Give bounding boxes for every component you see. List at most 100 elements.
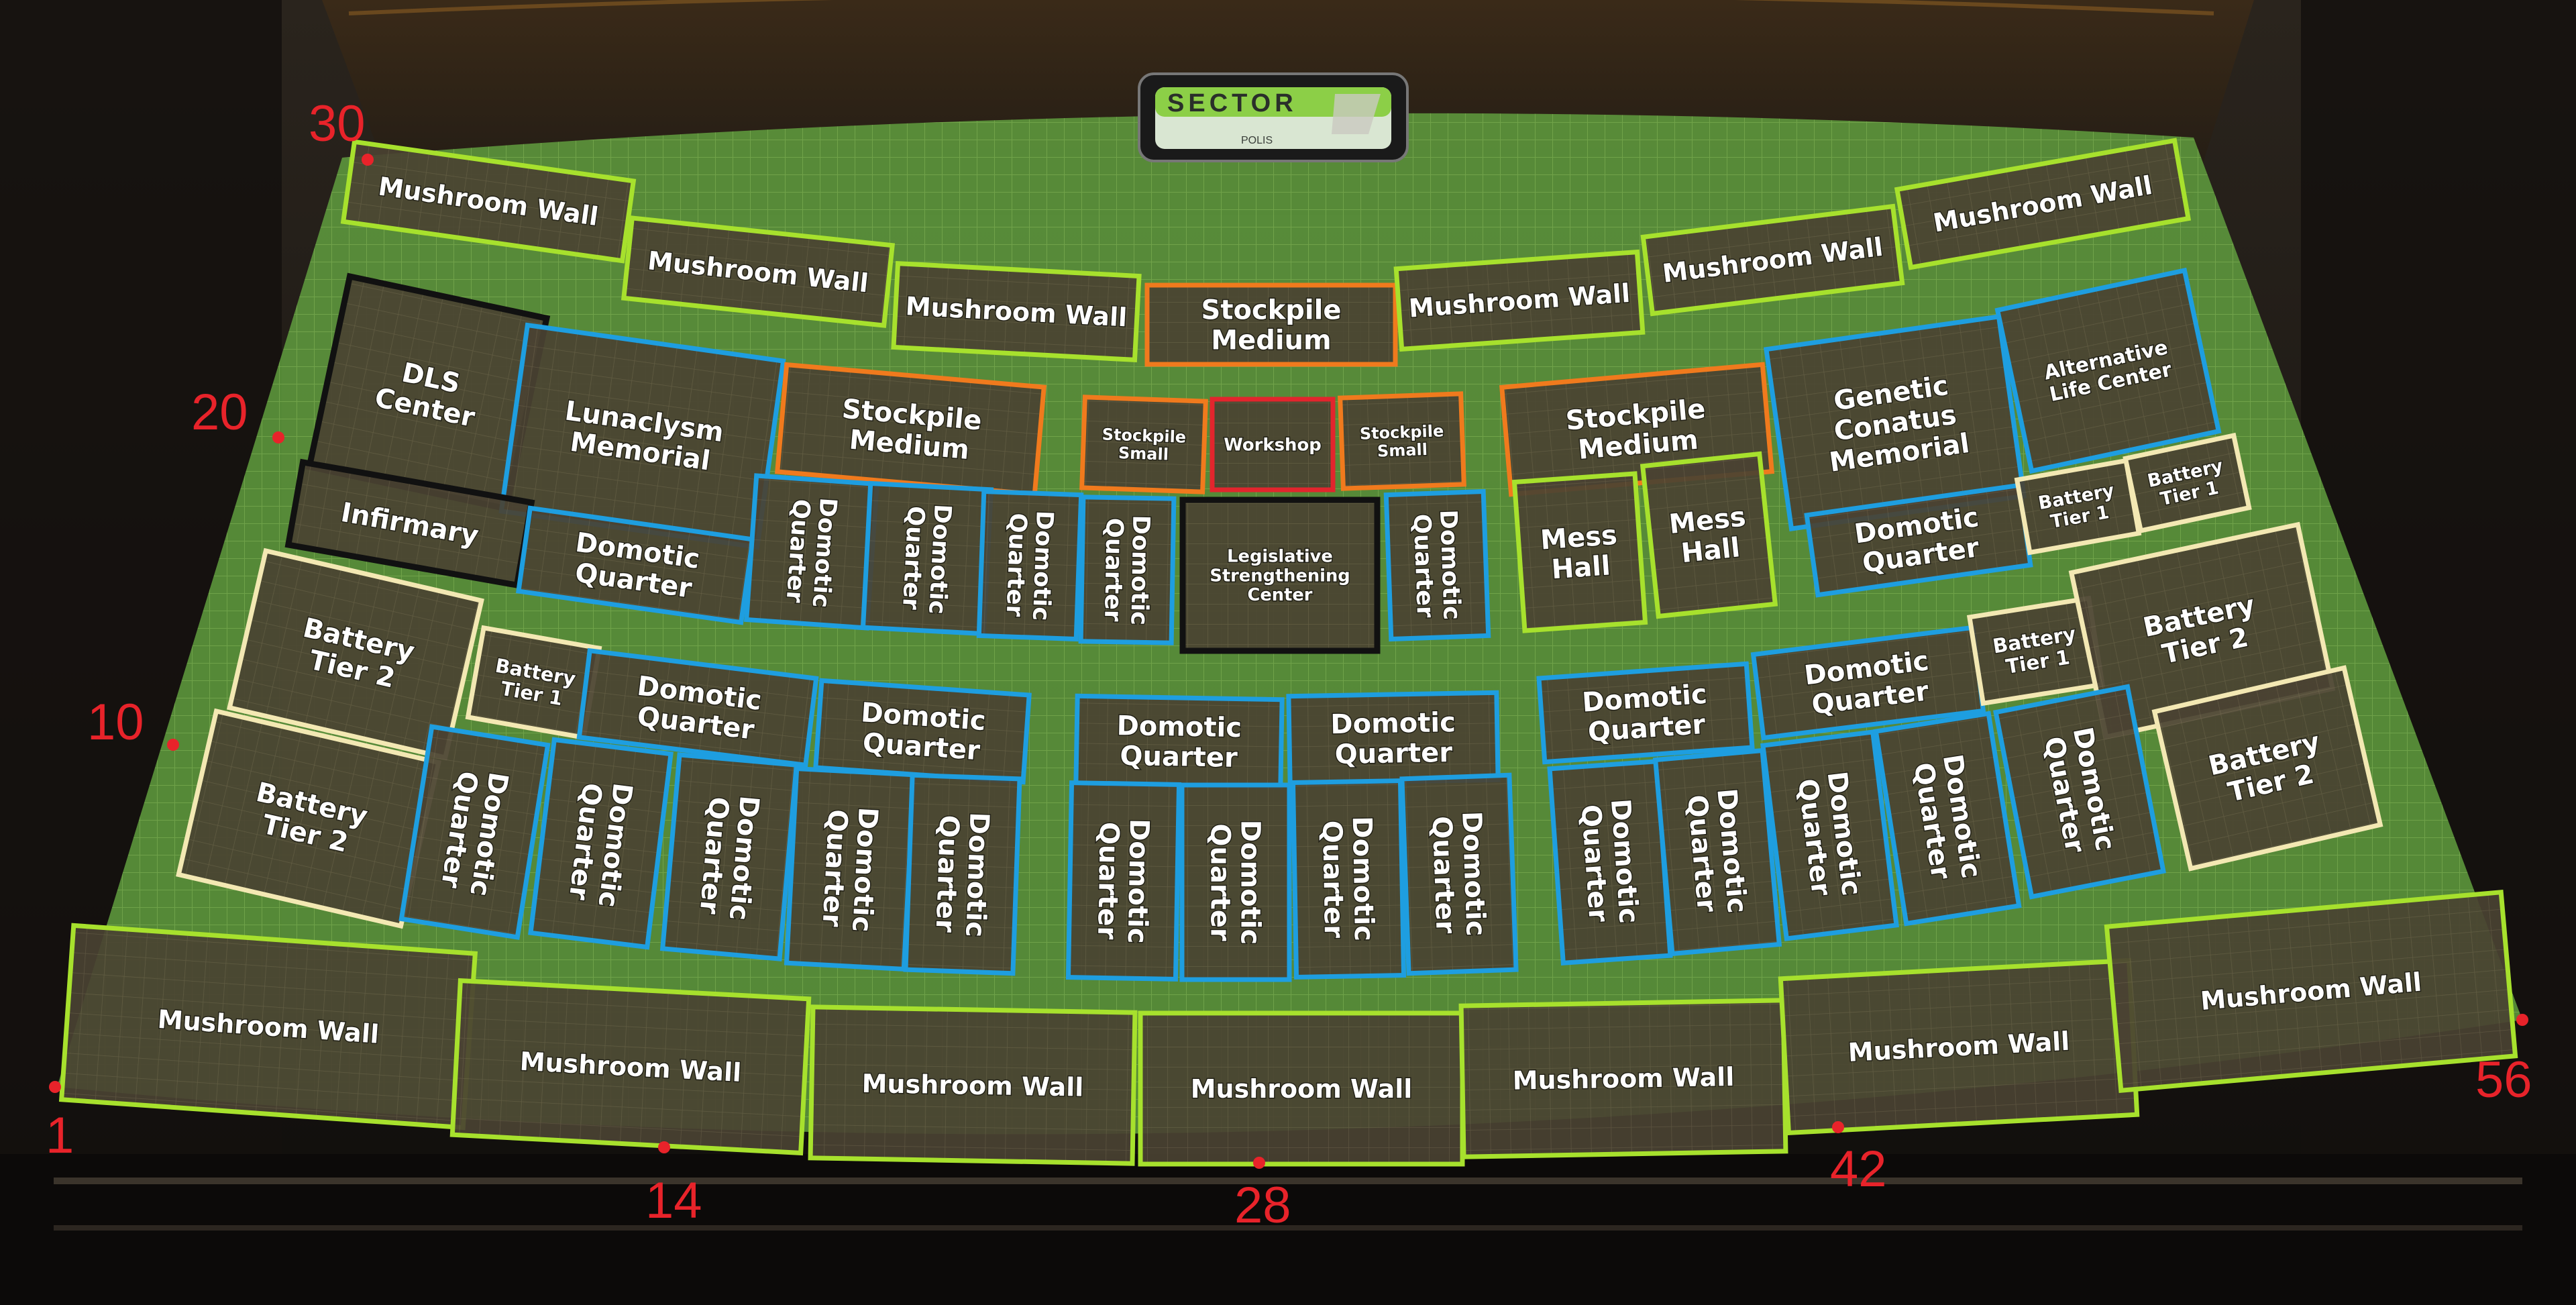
domotic-quarter-border [1065,780,1182,982]
mushroom-wall-module[interactable]: Mushroom Wall [2104,889,2518,1094]
battery-tier-1-grid [2125,435,2249,531]
domotic-quarter-module[interactable]: DomoticQuarter [1073,693,1285,790]
grid-marker-label-1: 1 [46,1107,74,1164]
domotic-quarter-label: DomoticQuarter [1681,787,1753,917]
battery-tier-2-module[interactable]: BatteryTier 2 [176,708,441,929]
domotic-quarter-module[interactable]: DomoticQuarter [1804,482,2033,598]
domotic-quarter-border [1179,782,1292,982]
mess-hall-module[interactable]: MessHall [1640,451,1778,619]
lunaclysm-memorial-module[interactable]: LunaclysmMemorial [498,322,786,550]
domotic-quarter-module[interactable]: DomoticQuarter [860,480,994,637]
domotic-quarter-grid [579,650,816,766]
mushroom-wall-module[interactable]: Mushroom Wall [621,215,896,328]
mushroom-wall-border [1894,138,2192,270]
domotic-quarter-module[interactable]: DomoticQuarter [528,737,674,950]
battery-tier-1-module[interactable]: BatteryTier 1 [2123,432,2252,534]
domotic-quarter-module[interactable]: DomoticQuarter [903,772,1022,976]
domotic-quarter-label: DomoticQuarter [1581,679,1710,749]
battery-tier-1-grid [1969,598,2103,704]
domotic-quarter-module[interactable]: DomoticQuarter [1078,494,1177,645]
domotic-quarter-module[interactable]: DomoticQuarter [576,647,819,768]
dls-center-module[interactable]: DLSCenter [305,272,551,513]
domotic-quarter-label: DomoticQuarter [632,671,763,747]
domotic-quarter-module[interactable]: DomoticQuarter [1760,729,1899,941]
grid-marker-label-30: 30 [309,95,366,152]
domotic-quarter-border [1383,488,1491,642]
domotic-quarter-module[interactable]: DomoticQuarter [1993,684,2166,900]
domotic-quarter-module[interactable]: DomoticQuarter [1873,711,2022,927]
battery-tier-2-module[interactable]: BatteryTier 2 [227,547,484,761]
mushroom-wall-module[interactable]: Mushroom Wall [340,139,637,264]
mushroom-wall-module[interactable]: Mushroom Wall [808,1004,1138,1166]
mess-hall-label: MessHall [1540,520,1621,586]
alternative-life-center-module[interactable]: AlternativeLife Center [1994,267,2222,474]
mushroom-wall-module[interactable]: Mushroom Wall [449,978,812,1156]
domotic-quarter-grid [1996,686,2163,897]
domotic-quarter-border [1873,711,2022,927]
domotic-quarter-module[interactable]: DomoticQuarter [1652,747,1782,957]
alternative-life-center-grid [1997,270,2219,471]
stockpile-small-module[interactable]: StockpileSmall [1338,391,1466,491]
domotic-quarter-module[interactable]: DomoticQuarter [976,488,1084,642]
mushroom-wall-label: Mushroom Wall [1191,1074,1413,1104]
domotic-quarter-grid [815,680,1030,782]
mushroom-wall-module[interactable]: Mushroom Wall [1393,249,1646,352]
domotic-quarter-grid [401,727,548,937]
mushroom-wall-module[interactable]: Mushroom Wall [1894,138,2192,270]
domotic-quarter-module[interactable]: DomoticQuarter [743,473,880,631]
domotic-quarter-module[interactable]: DomoticQuarter [515,505,756,625]
stockpile-small-module[interactable]: StockpileSmall [1079,395,1208,494]
domotic-quarter-module[interactable]: DomoticQuarter [1399,772,1519,976]
battery-tier-1-grid [2017,460,2139,553]
domotic-quarter-grid [979,491,1081,639]
stockpile-medium-module[interactable]: StockpileMedium [774,362,1047,497]
domotic-quarter-module[interactable]: DomoticQuarter [1179,782,1292,982]
domotic-quarter-module[interactable]: DomoticQuarter [1286,690,1501,786]
sector-sign-band [1155,87,1391,117]
battery-tier-2-module[interactable]: BatteryTier 2 [2151,665,2383,872]
mushroom-wall-module[interactable]: Mushroom Wall [1778,957,2140,1136]
domotic-quarter-grid [662,754,797,959]
battery-tier-1-label: BatteryTier 1 [1991,622,2081,680]
sector-sign-subtitle: POLIS [1241,135,1273,146]
genetic-conatus-memorial-grid [1766,316,2025,529]
battery-tier-1-module[interactable]: BatteryTier 1 [2014,458,2142,556]
mushroom-wall-border [808,1004,1138,1166]
domotic-quarter-grid [1753,627,1984,738]
mushroom-wall-module[interactable]: Mushroom Wall [891,260,1142,363]
battery-tier-1-module[interactable]: BatteryTier 1 [1966,595,2106,707]
domotic-quarter-module[interactable]: DomoticQuarter [813,678,1032,785]
domotic-quarter-module[interactable]: DomoticQuarter [784,766,917,972]
grid-marker-dot-1 [49,1081,61,1093]
mushroom-wall-module[interactable]: Mushroom Wall [1640,203,1905,317]
domotic-quarter-module[interactable]: DomoticQuarter [398,724,551,940]
domotic-quarter-module[interactable]: DomoticQuarter [1383,488,1491,642]
stockpile-medium-label: StockpileMedium [838,394,983,467]
workshop-border [1210,397,1336,492]
stockpile-medium-module[interactable]: StockpileMedium [1499,362,1775,497]
mushroom-wall-module[interactable]: Mushroom Wall [1458,998,1788,1159]
domotic-quarter-module[interactable]: DomoticQuarter [659,752,800,961]
mushroom-wall-border [340,139,637,264]
domotic-quarter-grid [863,483,991,634]
domotic-quarter-module[interactable]: DomoticQuarter [1065,780,1182,982]
battery-tier-1-module[interactable]: BatteryTier 1 [465,625,602,741]
domotic-quarter-module[interactable]: DomoticQuarter [1536,661,1755,765]
sector-sign: SECTOR POLIS [1138,72,1409,162]
domotic-quarter-grid [1386,491,1489,639]
mess-hall-module[interactable]: MessHall [1511,471,1648,633]
grid-marker-dot-14 [658,1141,670,1153]
genetic-conatus-memorial-module[interactable]: GeneticConatusMemorial [1763,314,2027,531]
mushroom-wall-module[interactable]: Mushroom Wall [58,923,478,1131]
stockpile-small-border [1079,395,1208,494]
workshop-module[interactable]: Workshop [1210,397,1336,492]
domotic-quarter-module[interactable]: DomoticQuarter [1547,759,1673,965]
infirmary-module[interactable]: Infirmary [284,458,535,589]
mushroom-wall-module[interactable]: Mushroom Wall [1138,1010,1465,1167]
domotic-quarter-module[interactable]: DomoticQuarter [1290,778,1407,980]
mushroom-wall-grid [1461,1000,1786,1157]
